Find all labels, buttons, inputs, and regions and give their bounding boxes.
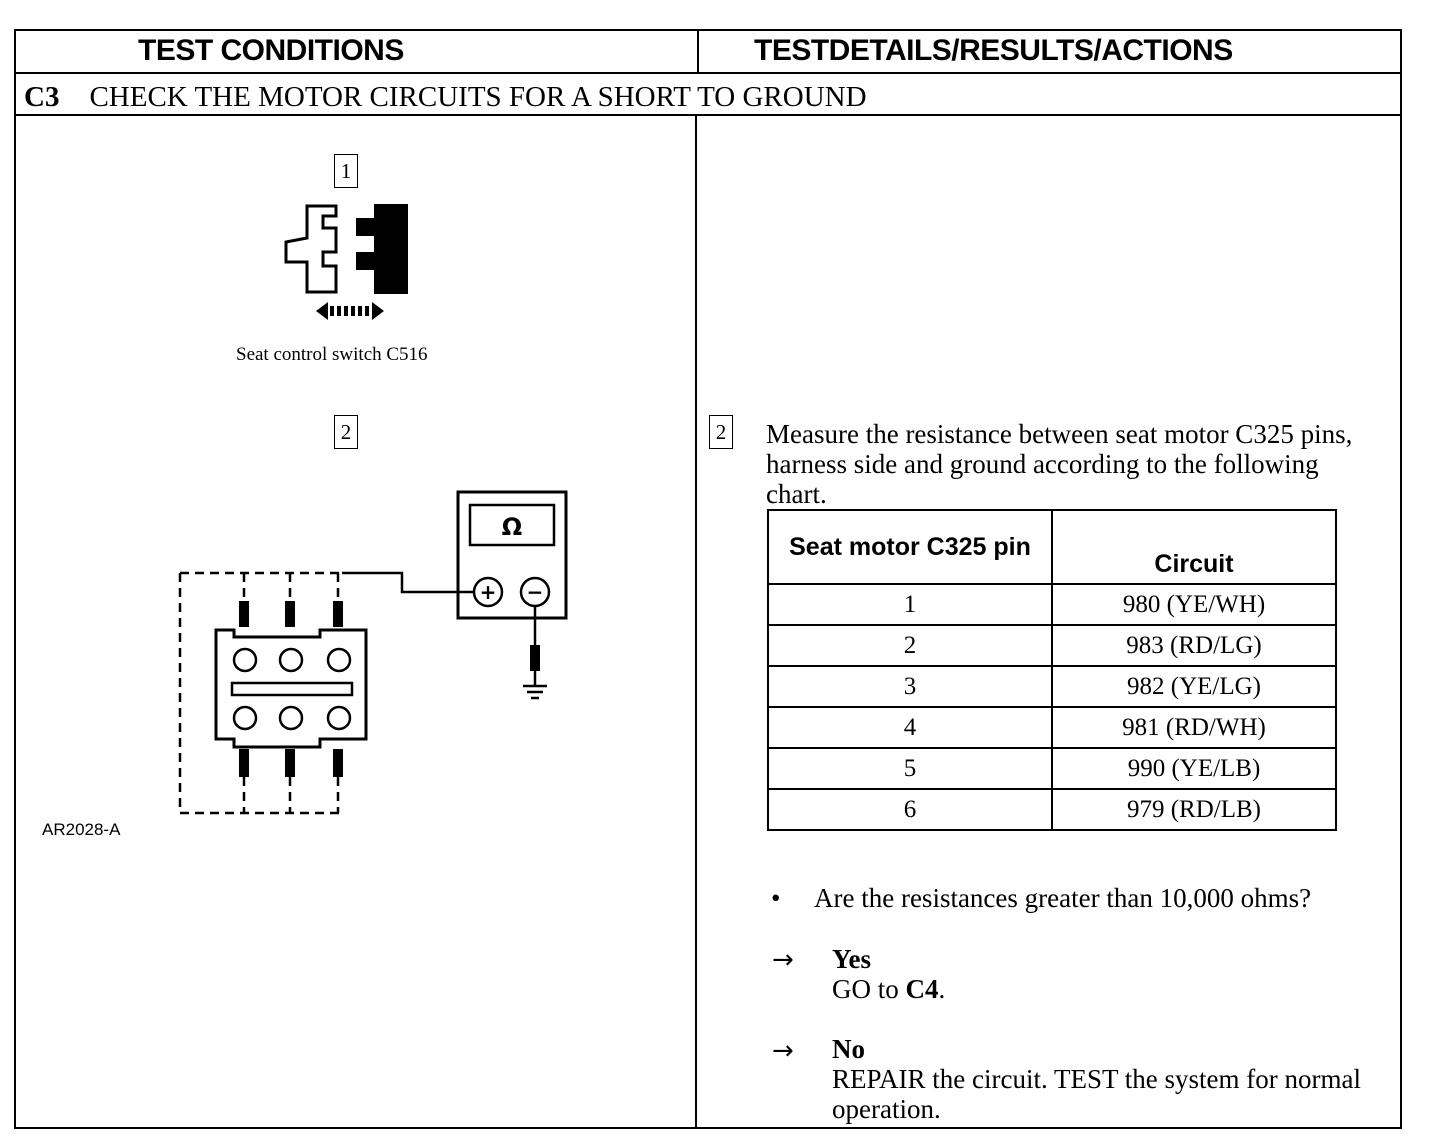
pin-cavity-3: [326, 647, 352, 673]
table-row: 1 980 (YE/WH): [767, 583, 1337, 626]
probe-bottom-3: [333, 749, 343, 777]
table-row: 4 981 (RD/WH): [767, 706, 1337, 749]
yes-arrow-icon: →: [772, 945, 794, 975]
yes-action-target: C4: [905, 974, 939, 1004]
switch-mating-tab-2: [356, 252, 376, 270]
figure-1-number: 1: [334, 154, 358, 188]
pin-cell: 3: [767, 665, 1053, 708]
ohmmeter-display: [468, 503, 556, 547]
positive-lead-wire: [342, 571, 474, 594]
col-header-circuit: Circuit: [1051, 509, 1337, 585]
no-label: No: [832, 1034, 865, 1064]
test-procedure-frame: TEST CONDITIONS TESTDETAILS/RESULTS/ACTI…: [14, 29, 1402, 1129]
probe-top-2: [285, 601, 295, 627]
ohm-symbol: Ω: [502, 513, 522, 541]
header-test-conditions: TEST CONDITIONS: [138, 34, 404, 67]
pin-cell: 4: [767, 706, 1053, 749]
probe-top-3: [333, 601, 343, 627]
no-arrow-icon: →: [772, 1036, 794, 1066]
table-row: 2 983 (RD/LG): [767, 624, 1337, 667]
pin-cell: 5: [767, 747, 1053, 790]
circuit-cell: 980 (YE/WH): [1051, 583, 1337, 626]
step-title: CHECK THE MOTOR CIRCUITS FOR A SHORT TO …: [89, 81, 867, 113]
pin-cavity-1: [232, 647, 258, 673]
col-header-pin: Seat motor C325 pin: [767, 509, 1053, 585]
pin-cell: 6: [767, 788, 1053, 831]
step-code: C3: [24, 81, 60, 113]
pin-cell: 1: [767, 583, 1053, 626]
measurement-instruction: Measure the resistance between seat moto…: [766, 419, 1353, 509]
table-row: 6 979 (RD/LB): [767, 788, 1337, 831]
circuit-cell: 979 (RD/LB): [1051, 788, 1337, 831]
question-text: Are the resistances greater than 10,000 …: [814, 883, 1312, 913]
header-divider: [16, 72, 1400, 74]
pin-cavity-5: [278, 705, 304, 731]
pin-cell: 2: [767, 624, 1053, 667]
yes-action: GO to C4.: [832, 974, 945, 1004]
table-header-row: Seat motor C325 pin Circuit: [767, 509, 1337, 585]
ohmmeter-connector-diagram: Ω + −: [178, 490, 568, 815]
pin-cavity-2: [278, 647, 304, 673]
table-row: 5 990 (YE/LB): [767, 747, 1337, 790]
pin-cavity-4: [232, 705, 258, 731]
dashed-probe-wiring: [178, 571, 342, 815]
step-divider: [16, 114, 1400, 116]
body-column-divider: [695, 116, 697, 1127]
step-title-row: C3 CHECK THE MOTOR CIRCUITS FOR A SHORT T…: [24, 81, 867, 114]
probe-top-1: [239, 601, 249, 627]
figure-2-number: 2: [334, 415, 358, 449]
yes-label: Yes: [832, 944, 871, 974]
yes-answer: Yes GO to C4.: [832, 944, 945, 1004]
figure-1-caption: Seat control switch C516: [236, 344, 428, 365]
circuit-cell: 983 (RD/LG): [1051, 624, 1337, 667]
probe-bottom-1: [239, 749, 249, 777]
plus-terminal-label: +: [480, 580, 497, 604]
seat-control-switch-diagram: [284, 204, 408, 320]
circuit-cell: 982 (YE/LG): [1051, 665, 1337, 708]
negative-probe: [530, 645, 540, 671]
connector-center-rib: [230, 681, 354, 697]
yes-action-end: .: [938, 974, 946, 1004]
switch-mating-block: [374, 204, 408, 294]
no-answer: No REPAIR the circuit. TEST the system f…: [832, 1034, 1372, 1124]
probe-bottom-2: [285, 749, 295, 777]
disconnect-arrow-icon: [316, 302, 384, 320]
switch-mating-tab-1: [356, 218, 376, 236]
minus-terminal-label: −: [527, 580, 544, 604]
circuit-cell: 990 (YE/LB): [1051, 747, 1337, 790]
circuit-cell: 981 (RD/WH): [1051, 706, 1337, 749]
switch-connector-outline: [284, 204, 338, 294]
pin-circuit-table: Seat motor C325 pin Circuit 1 980 (YE/WH…: [767, 509, 1337, 831]
header-test-details: TESTDETAILS/RESULTS/ACTIONS: [754, 34, 1233, 67]
yes-action-text: GO to: [832, 974, 906, 1004]
details-step-number: 2: [709, 415, 733, 449]
table-row: 3 982 (YE/LG): [767, 665, 1337, 708]
pin-cavity-6: [326, 705, 352, 731]
header-column-divider: [697, 31, 699, 73]
figure-reference-code: AR2028-A: [42, 820, 121, 839]
bullet-icon: •: [771, 883, 781, 913]
no-action: REPAIR the circuit. TEST the system for …: [832, 1064, 1361, 1124]
ground-symbol-icon: [523, 684, 547, 700]
